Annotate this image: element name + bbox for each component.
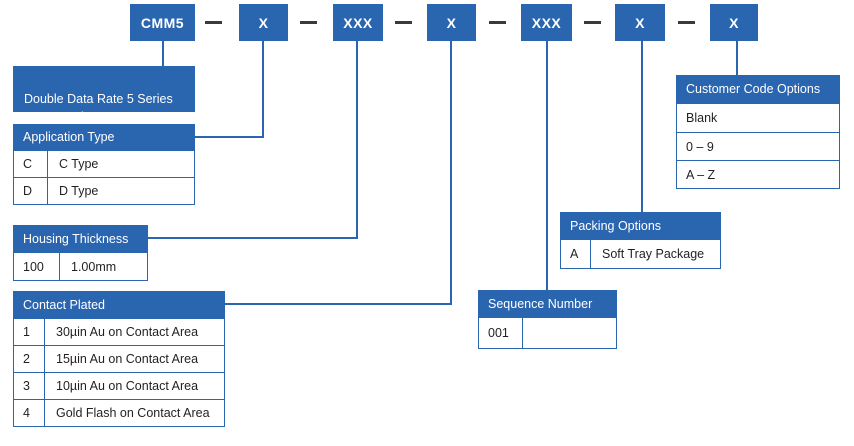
table-row: 2 15µin Au on Contact Area: [14, 345, 224, 372]
packing-options-table: Packing Options A Soft Tray Package: [560, 212, 721, 269]
connector-housing-thickness-horizontal: [146, 237, 358, 239]
table-row: D D Type: [14, 177, 194, 204]
connector-application-type-horizontal: [190, 136, 264, 138]
customer-code-option-value: 0 – 9: [686, 139, 714, 154]
housing-thickness-code: 100: [14, 253, 60, 280]
packing-options-header: Packing Options: [561, 213, 720, 239]
sequence-number-table: Sequence Number 001: [478, 290, 617, 349]
code-box-packing-options-label: X: [635, 14, 645, 31]
table-row: Blank: [677, 103, 839, 132]
connector-contact-plated-vertical: [450, 41, 452, 304]
connector-sequence-number: [546, 41, 548, 291]
sequence-number-header: Sequence Number: [479, 291, 616, 317]
table-row: A – Z: [677, 160, 839, 188]
application-type-table: Application Type C C Type D D Type: [13, 124, 195, 205]
housing-thickness-table: Housing Thickness 100 1.00mm: [13, 225, 148, 281]
contact-plated-desc: 10µin Au on Contact Area: [56, 379, 199, 393]
table-row: 4 Gold Flash on Contact Area: [14, 399, 224, 426]
connector-housing-thickness-vertical: [356, 41, 358, 238]
code-box-customer-code[interactable]: X: [710, 4, 758, 41]
application-type-code: C: [14, 151, 48, 177]
code-box-series[interactable]: CMM5: [130, 4, 195, 41]
contact-plated-code: 4: [14, 400, 45, 426]
dash-separator-2: [300, 21, 317, 24]
dash-separator-3: [395, 21, 412, 24]
contact-plated-table: Contact Plated 1 30µin Au on Contact Are…: [13, 291, 225, 427]
code-box-application-type[interactable]: X: [239, 4, 288, 41]
customer-code-option-value: A – Z: [686, 167, 716, 182]
code-box-housing-thickness[interactable]: XXX: [333, 4, 383, 41]
code-box-packing-options[interactable]: X: [615, 4, 665, 41]
code-box-application-type-label: X: [258, 14, 269, 31]
contact-plated-desc: 30µin Au on Contact Area: [56, 325, 199, 339]
code-box-customer-code-label: X: [729, 14, 739, 31]
application-type-code: D: [14, 178, 48, 204]
connector-contact-plated-horizontal: [223, 303, 452, 305]
sequence-number-code: 001: [479, 318, 523, 348]
dash-separator-1: [205, 21, 222, 24]
dash-separator-6: [678, 21, 695, 24]
series-description-text: Double Data Rate 5 Series Compression Co…: [24, 92, 173, 125]
table-row: 3 10µin Au on Contact Area: [14, 372, 224, 399]
connector-packing-options: [641, 41, 643, 213]
housing-thickness-header: Housing Thickness: [14, 226, 147, 252]
contact-plated-desc: 15µin Au on Contact Area: [56, 352, 199, 366]
table-row: 001: [479, 317, 616, 348]
table-row: 0 – 9: [677, 132, 839, 160]
contact-plated-code: 3: [14, 373, 45, 399]
packing-options-code: A: [561, 240, 591, 268]
application-type-header: Application Type: [14, 125, 194, 150]
code-box-housing-thickness-label: XXX: [343, 14, 373, 31]
packing-options-desc: Soft Tray Package: [602, 247, 705, 261]
sequence-number-desc: [523, 318, 616, 348]
customer-code-options-header: Customer Code Options: [677, 76, 839, 103]
code-box-contact-plated-label: X: [446, 14, 457, 31]
code-box-series-label: CMM5: [140, 14, 185, 31]
code-box-sequence-number-label: XXX: [531, 14, 562, 31]
contact-plated-code: 2: [14, 346, 45, 372]
customer-code-option-value: Blank: [686, 111, 718, 125]
contact-plated-header: Contact Plated: [14, 292, 224, 318]
series-description-panel: Double Data Rate 5 Series Compression Co…: [13, 66, 195, 124]
application-type-desc: C Type: [59, 157, 99, 171]
code-box-contact-plated[interactable]: X: [427, 4, 476, 41]
table-row: C C Type: [14, 150, 194, 177]
code-box-sequence-number[interactable]: XXX: [521, 4, 572, 41]
connector-series: [162, 41, 164, 66]
table-row: A Soft Tray Package: [561, 239, 720, 268]
contact-plated-code: 1: [14, 319, 45, 345]
table-row: 100 1.00mm: [14, 252, 147, 280]
housing-thickness-desc: 1.00mm: [71, 259, 117, 274]
application-type-desc: D Type: [59, 184, 99, 198]
customer-code-options-table: Customer Code Options Blank 0 – 9 A – Z: [676, 75, 840, 189]
connector-customer-code: [736, 41, 738, 76]
dash-separator-4: [489, 21, 506, 24]
connector-application-type-vertical: [262, 41, 264, 137]
dash-separator-5: [584, 21, 601, 24]
contact-plated-desc: Gold Flash on Contact Area: [56, 406, 210, 420]
table-row: 1 30µin Au on Contact Area: [14, 318, 224, 345]
